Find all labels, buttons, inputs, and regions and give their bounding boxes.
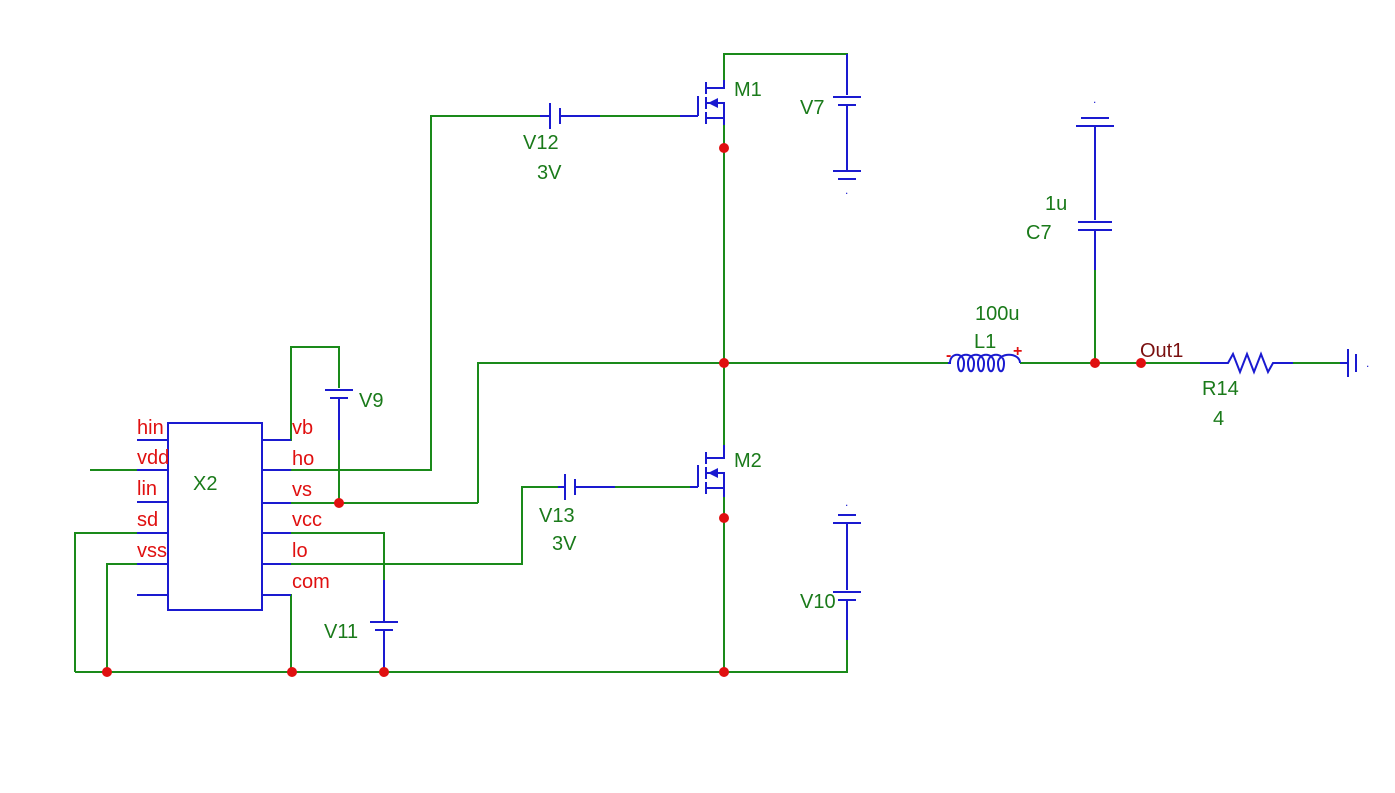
r14-value: 4 xyxy=(1213,408,1224,430)
v11-label: V11 xyxy=(324,621,358,643)
r14-label: R14 xyxy=(1202,378,1239,400)
l1-plus: + xyxy=(1013,343,1022,360)
m1-label: M1 xyxy=(734,79,762,101)
x2-driver-ic[interactable]: X2 hin vdd lin sd vss vb ho vs vcc lo co… xyxy=(137,417,330,611)
x2-pin-lin: lin xyxy=(137,478,157,500)
l1-value: 100u xyxy=(975,303,1020,325)
v13-label: V13 xyxy=(539,505,575,527)
v10-label: V10 xyxy=(800,591,836,613)
junction-nodes xyxy=(102,143,1146,677)
l1-inductor[interactable]: 100u L1 - + xyxy=(946,303,1022,373)
junction-c7-output xyxy=(1090,358,1100,368)
v7-label: V7 xyxy=(800,97,824,119)
junction-out1 xyxy=(1136,358,1146,368)
x2-pin-com: com xyxy=(292,571,330,593)
svg-text:.: . xyxy=(845,495,848,509)
junction-ground-vss xyxy=(102,667,112,677)
x2-pin-ho: ho xyxy=(292,448,314,470)
x2-pin-vb: vb xyxy=(292,417,313,439)
x2-pin-vss: vss xyxy=(137,540,167,562)
x2-pin-hin: hin xyxy=(137,417,164,439)
v13-value: 3V xyxy=(552,533,577,555)
v9-label: V9 xyxy=(359,390,383,412)
v12-value: 3V xyxy=(537,162,562,184)
x2-pin-sd: sd xyxy=(137,509,158,531)
c7-capacitor[interactable]: . 1u C7 xyxy=(1026,92,1114,270)
l1-label: L1 xyxy=(974,331,996,353)
c7-label: C7 xyxy=(1026,222,1052,244)
m2-label: M2 xyxy=(734,450,762,472)
l1-minus: - xyxy=(946,347,951,364)
x2-pin-vcc: vcc xyxy=(292,509,322,531)
ground-symbol: . xyxy=(1340,349,1369,377)
c7-value: 1u xyxy=(1045,193,1067,215)
wires xyxy=(74,53,1340,673)
m1-mosfet[interactable]: M1 xyxy=(680,79,762,125)
x2-label: X2 xyxy=(193,473,217,495)
svg-text:.: . xyxy=(1366,356,1369,370)
junction-vs xyxy=(334,498,344,508)
v13-source[interactable]: V13 3V xyxy=(539,474,615,555)
m2-mosfet[interactable]: M2 xyxy=(690,445,762,497)
svg-text:.: . xyxy=(845,183,848,197)
x2-pin-vs: vs xyxy=(292,479,312,501)
junction-ground-m2 xyxy=(719,667,729,677)
junction-m2-source xyxy=(719,513,729,523)
out1-net-label: Out1 xyxy=(1140,340,1183,362)
v9-source[interactable]: V9 xyxy=(325,389,383,440)
r14-resistor[interactable]: R14 4 xyxy=(1200,351,1293,430)
v7-source[interactable]: . V7 xyxy=(800,54,861,197)
junction-ground-com xyxy=(287,667,297,677)
junction-m1-source xyxy=(719,143,729,153)
v12-source[interactable]: V12 3V xyxy=(523,103,600,184)
junction-switch-node xyxy=(719,358,729,368)
v10-source[interactable]: . V10 xyxy=(800,495,861,640)
v11-source[interactable]: V11 xyxy=(324,580,398,672)
x2-pin-lo: lo xyxy=(292,540,308,562)
junction-ground-v11 xyxy=(379,667,389,677)
x2-pin-vdd: vdd xyxy=(137,447,169,469)
v12-label: V12 xyxy=(523,132,559,154)
svg-text:.: . xyxy=(1093,92,1096,106)
